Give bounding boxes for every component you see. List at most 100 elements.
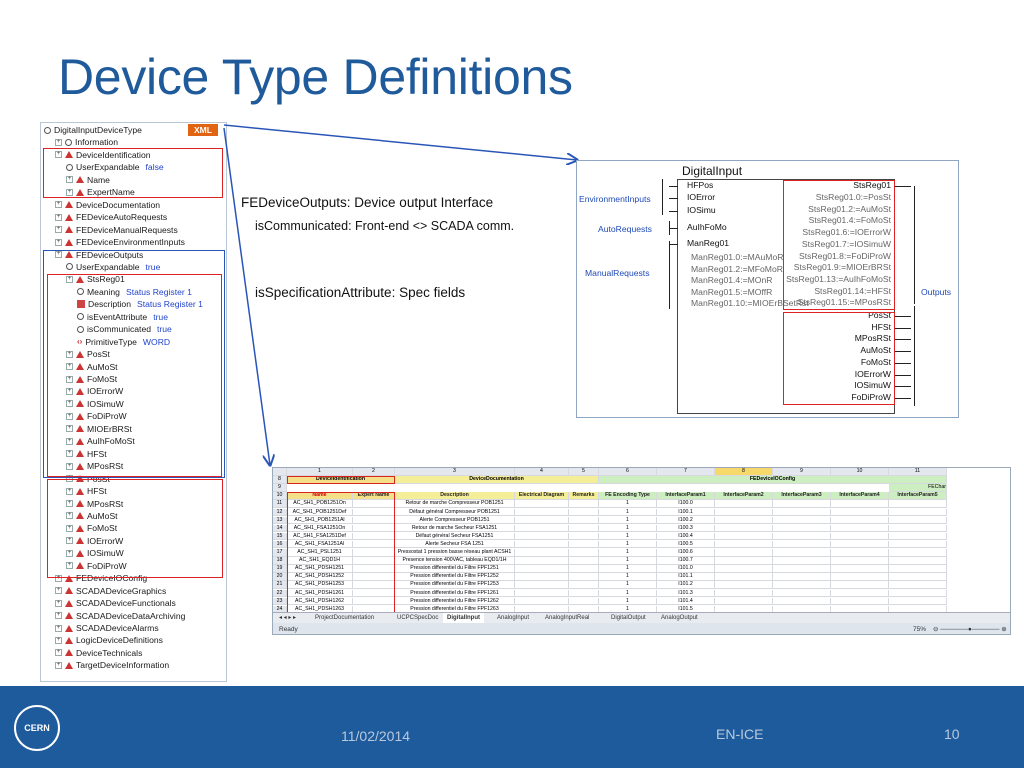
- table-cell[interactable]: Alerte Secheur FSA 1251: [395, 540, 515, 549]
- expand-icon[interactable]: +: [55, 251, 62, 258]
- table-cell[interactable]: [569, 540, 599, 549]
- tree-node[interactable]: +DeviceDocumentation: [55, 199, 160, 211]
- table-cell[interactable]: AC_SH1_PDSH1253: [287, 581, 353, 589]
- expand-icon[interactable]: +: [66, 350, 73, 358]
- table-cell[interactable]: [715, 516, 773, 525]
- table-cell[interactable]: [715, 573, 773, 581]
- table-cell[interactable]: [889, 500, 947, 508]
- expand-icon[interactable]: +: [66, 188, 73, 196]
- column-header[interactable]: FE Encoding Type: [599, 492, 657, 500]
- sheet-tab[interactable]: ProjectDocumentation: [315, 615, 375, 621]
- table-cell[interactable]: 1: [599, 589, 657, 598]
- sheet-tab[interactable]: DigitalOutput: [611, 615, 646, 621]
- expand-icon[interactable]: +: [55, 238, 62, 246]
- sheet-nav-arrows[interactable]: ◂ ◂ ▸ ▸: [279, 615, 297, 621]
- table-cell[interactable]: [889, 565, 947, 573]
- tree-node[interactable]: +StsReg01: [66, 273, 125, 285]
- column-header[interactable]: Description: [395, 492, 515, 500]
- table-cell[interactable]: Alerte Compresseur POB1251: [395, 516, 515, 525]
- table-cell[interactable]: [831, 540, 889, 549]
- table-cell[interactable]: [715, 565, 773, 573]
- table-cell[interactable]: [889, 508, 947, 517]
- table-cell[interactable]: Défaut général Compresseur POB1251: [395, 508, 515, 517]
- table-cell[interactable]: [889, 557, 947, 565]
- table-cell[interactable]: [773, 597, 831, 606]
- sheet-tab[interactable]: DigitalInput: [443, 613, 484, 624]
- table-cell[interactable]: [715, 581, 773, 589]
- table-cell[interactable]: Pression differentiel du Filtre FPF1252: [395, 573, 515, 581]
- tree-node[interactable]: +PosSt: [66, 473, 110, 485]
- sheet-tab[interactable]: UCPCSpecDoc: [397, 615, 439, 621]
- table-cell[interactable]: 1: [599, 540, 657, 549]
- table-cell[interactable]: I100.4: [657, 532, 715, 541]
- column-header[interactable]: InterfaceParam3: [773, 492, 831, 500]
- table-cell[interactable]: [889, 549, 947, 557]
- table-cell[interactable]: [569, 581, 599, 589]
- table-cell[interactable]: [773, 508, 831, 517]
- tree-node[interactable]: +FoMoSt: [66, 373, 117, 385]
- tree-node[interactable]: +PosSt: [66, 348, 110, 360]
- table-cell[interactable]: [569, 597, 599, 606]
- table-cell[interactable]: [889, 589, 947, 598]
- table-cell[interactable]: I101.3: [657, 589, 715, 598]
- table-cell[interactable]: I100.3: [657, 524, 715, 533]
- expand-icon[interactable]: +: [66, 487, 73, 495]
- table-cell[interactable]: I100.5: [657, 540, 715, 549]
- table-cell[interactable]: AC_SH1_FSA1251Def: [287, 532, 353, 541]
- expand-icon[interactable]: +: [55, 636, 62, 644]
- table-cell[interactable]: [515, 565, 569, 573]
- table-cell[interactable]: AC_SH1_PDSH1252: [287, 573, 353, 581]
- table-cell[interactable]: 1: [599, 557, 657, 565]
- table-cell[interactable]: 1: [599, 597, 657, 606]
- table-cell[interactable]: [515, 589, 569, 598]
- table-cell[interactable]: [569, 516, 599, 525]
- table-cell[interactable]: [715, 508, 773, 517]
- xml-tree-panel[interactable]: XML DigitalInputDeviceType+Information+D…: [40, 122, 227, 682]
- table-cell[interactable]: I100.2: [657, 516, 715, 525]
- tree-node[interactable]: +MIOErBRSt: [66, 423, 132, 435]
- table-cell[interactable]: [773, 557, 831, 565]
- table-cell[interactable]: [569, 532, 599, 541]
- table-cell[interactable]: Retour de marche Secheur FSA1251: [395, 524, 515, 533]
- table-cell[interactable]: Pression differentiel du Filtre FPF1253: [395, 581, 515, 589]
- table-cell[interactable]: 1: [599, 573, 657, 581]
- tree-node[interactable]: +TargetDeviceInformation: [55, 659, 169, 671]
- table-cell[interactable]: I100.0: [657, 500, 715, 508]
- tree-node[interactable]: +FEDeviceEnvironmentInputs: [55, 236, 185, 248]
- expand-icon[interactable]: +: [66, 512, 73, 520]
- table-cell[interactable]: 1: [599, 500, 657, 508]
- table-cell[interactable]: [889, 532, 947, 541]
- expand-icon[interactable]: +: [55, 151, 62, 159]
- table-cell[interactable]: [715, 549, 773, 557]
- table-cell[interactable]: AC_SH1_PDSH1261: [287, 589, 353, 598]
- tree-node[interactable]: +FoMoSt: [66, 522, 117, 534]
- table-cell[interactable]: [889, 524, 947, 533]
- sheet-tab[interactable]: AnalogInputReal: [545, 615, 590, 621]
- table-cell[interactable]: [715, 557, 773, 565]
- column-header[interactable]: Name: [287, 492, 353, 500]
- tree-node[interactable]: +Name: [66, 174, 110, 186]
- table-cell[interactable]: Défaut général Secheur FSA1251: [395, 532, 515, 541]
- table-cell[interactable]: AC_SH1_EQD1H: [287, 557, 353, 565]
- column-header[interactable]: InterfaceParam2: [715, 492, 773, 500]
- table-cell[interactable]: [831, 557, 889, 565]
- table-cell[interactable]: [773, 565, 831, 573]
- table-cell[interactable]: [515, 524, 569, 533]
- table-cell[interactable]: 1: [599, 524, 657, 533]
- table-cell[interactable]: [515, 581, 569, 589]
- table-cell[interactable]: [715, 524, 773, 533]
- table-cell[interactable]: [889, 540, 947, 549]
- expand-icon[interactable]: +: [55, 612, 62, 620]
- table-cell[interactable]: [569, 549, 599, 557]
- tree-node[interactable]: +SCADADeviceDataArchiving: [55, 610, 185, 622]
- tree-node[interactable]: +ExpertName: [66, 186, 135, 198]
- expand-icon[interactable]: +: [66, 500, 73, 507]
- expand-icon[interactable]: +: [66, 562, 73, 570]
- table-cell[interactable]: [715, 540, 773, 549]
- sheet-tab[interactable]: AnalogInput: [497, 615, 530, 621]
